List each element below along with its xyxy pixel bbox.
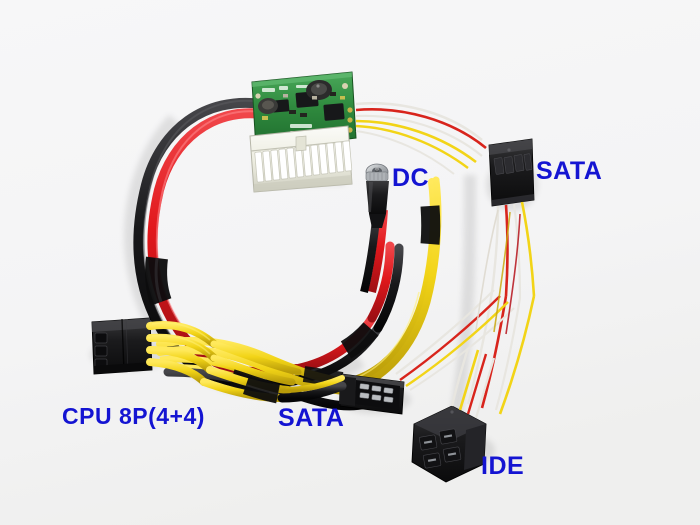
right-thin-wire-bundle [395,209,536,415]
label-sata-top: SATA [536,157,603,185]
label-sata-bottom: SATA [278,404,345,432]
label-cpu-8p: CPU 8P(4+4) [62,403,205,429]
ide-molex-connector[interactable] [411,405,487,483]
label-ide: IDE [481,452,525,480]
black-cable-lower [277,375,347,403]
yellow-wire-sweep [340,176,442,395]
dc-barrel-jack [365,163,389,228]
atx-24-pin-connector [249,125,353,193]
ide-wire-entry [450,347,496,419]
sata-top-wire-run [355,102,487,175]
cpu-yellow-bundle-merge [200,340,302,404]
sata-power-connector-top[interactable] [488,138,536,299]
photo-highlights [316,84,511,414]
red-wire-midspan [291,241,404,385]
label-dc: DC [392,164,430,192]
